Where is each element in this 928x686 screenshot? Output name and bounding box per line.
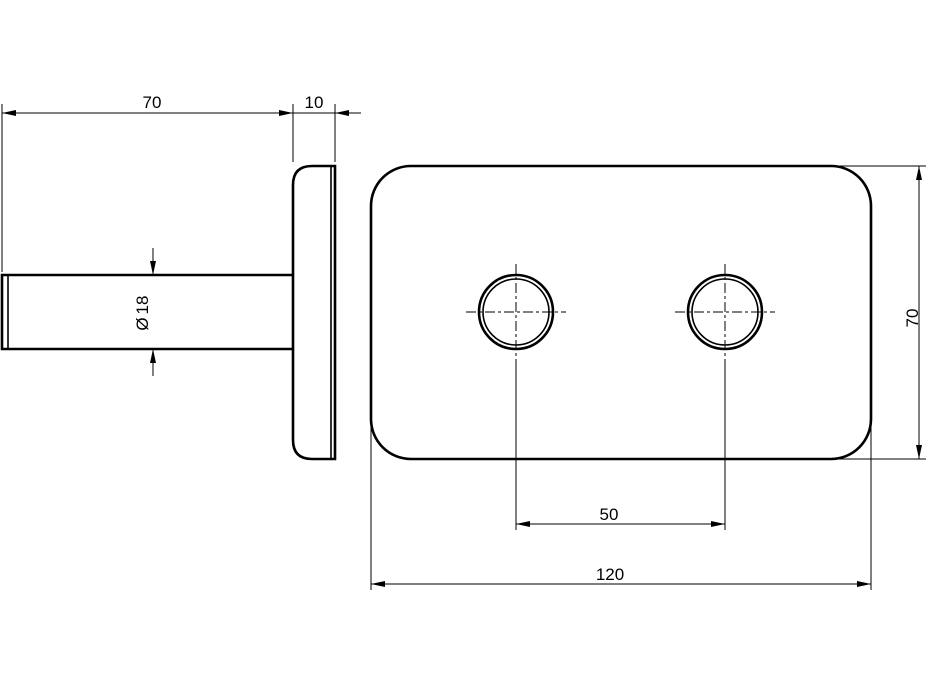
dim-shaft-diameter-text: 18 [133,296,152,315]
dim-plate-height: 70 [835,165,926,460]
dim-shaft-length-text: 70 [143,93,162,112]
dim-hole-spacing-text: 50 [600,505,619,524]
side-view [0,164,337,461]
dim-plate-width-text: 120 [596,565,624,584]
flange-outline [291,164,337,461]
dim-plate-width: 120 [370,420,872,590]
front-view [369,164,873,461]
dim-hole-spacing: 50 [515,360,726,530]
shaft-outline [0,273,293,351]
dim-shaft-diameter-symbol: Ø [133,317,152,330]
plate-outline [369,164,873,461]
dim-flange-thickness: 10 [293,93,361,162]
dim-shaft-diameter: Ø 18 [133,248,156,376]
dim-shaft-length: 70 [1,93,294,272]
dim-flange-thickness-text: 10 [305,93,324,112]
dim-plate-height-text: 70 [903,309,922,328]
